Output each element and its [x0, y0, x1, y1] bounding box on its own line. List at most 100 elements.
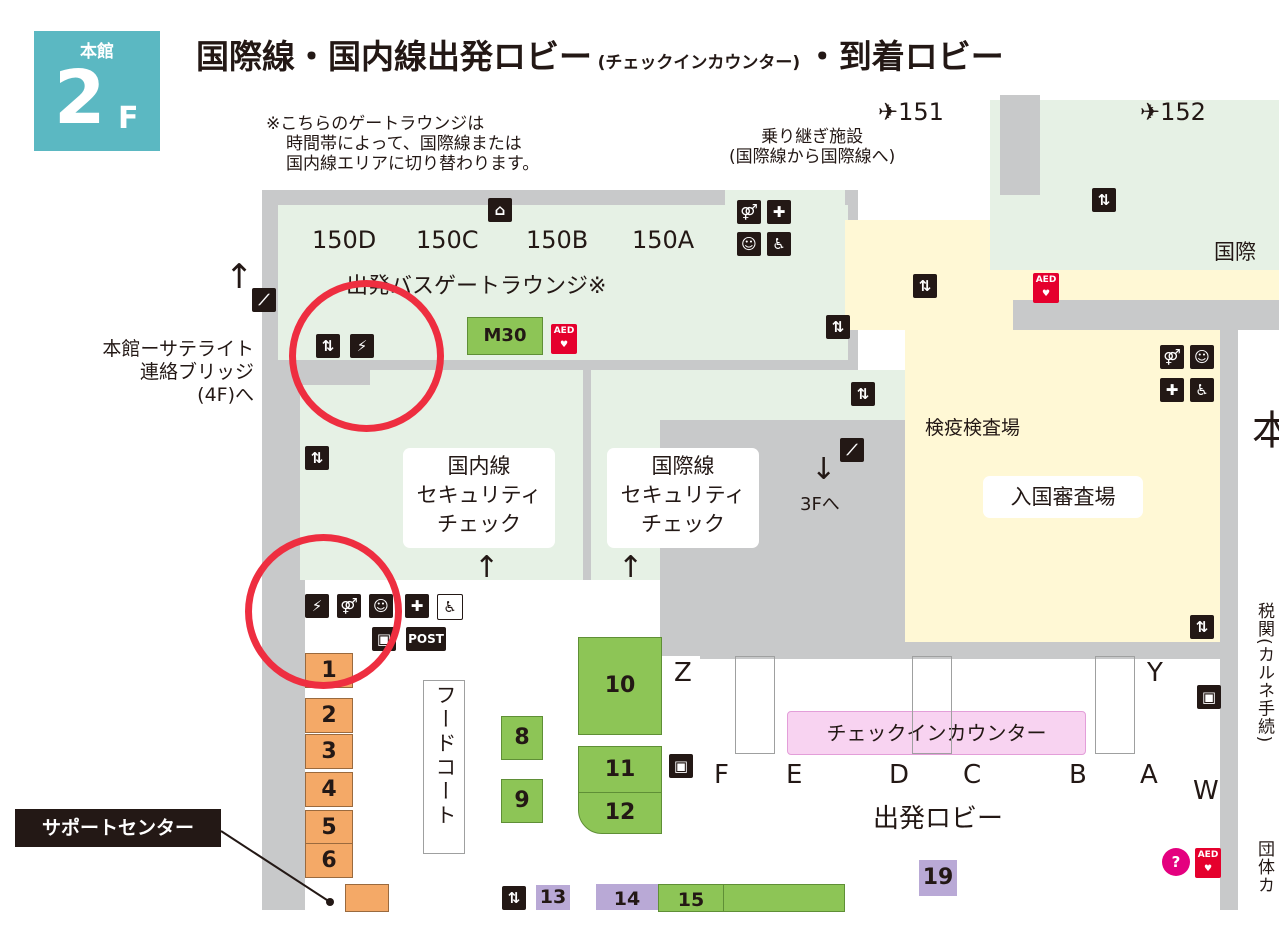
gate-note-line: 国内線エリアに切り替わります。	[286, 154, 540, 174]
aed-icon: AED♥	[1033, 273, 1059, 303]
row-c[interactable]: C	[963, 760, 982, 790]
shop-8[interactable]: 8	[501, 716, 543, 760]
to-3f-label: 3Fへ	[800, 494, 840, 515]
baby-care-icon: ☺	[1190, 345, 1214, 369]
support-center-text: サポートセンター	[41, 817, 194, 839]
partial-international-label: 国際	[1214, 240, 1256, 264]
gate-150c[interactable]: 150C	[416, 226, 479, 254]
wheelchair-icon: ♿	[1190, 378, 1214, 402]
escalator-icon: ⟋	[252, 288, 276, 312]
spot-label: 152	[1160, 98, 1206, 126]
counter-island	[735, 656, 775, 754]
row-a[interactable]: A	[1140, 760, 1158, 790]
partial-main-building-label: 本	[1252, 408, 1279, 454]
transfer-note: 乗り継ぎ施設 (国際線から国際線へ)	[729, 127, 895, 167]
support-center-label[interactable]: サポートセンター	[15, 809, 221, 847]
nursing-icon: ✚	[767, 200, 791, 224]
shop-19[interactable]: 19	[919, 860, 957, 896]
bridge-line: 本館ーサテライト	[102, 338, 254, 360]
locker-icon: ▣	[669, 754, 693, 778]
shop-5[interactable]: 5	[305, 810, 353, 845]
customs-label: 税関(カルネ手続)	[1254, 602, 1274, 744]
elevator-icon: ⇅	[305, 446, 329, 470]
information-icon: ?	[1162, 848, 1190, 876]
counter-island	[1095, 656, 1135, 754]
up-arrow-icon: ↑	[618, 550, 644, 585]
domestic-security-line: チェック	[437, 512, 521, 536]
immigration-label: 入国審査場	[1010, 485, 1116, 509]
counter-bay-top	[700, 656, 1220, 659]
shop-13[interactable]: 13	[536, 885, 570, 910]
shop-14[interactable]: 14	[596, 884, 658, 910]
elevator-icon: ⇅	[826, 315, 850, 339]
baby-care-icon: ☺	[737, 232, 761, 256]
shop-3[interactable]: 3	[305, 734, 353, 769]
restroom-icon: ⚤	[1160, 345, 1184, 369]
food-court-box	[423, 680, 465, 854]
highlight-circle	[245, 534, 402, 689]
domestic-security-line: セキュリティ	[416, 483, 542, 507]
shop-15[interactable]: 15	[658, 884, 724, 912]
restroom-icon: ⚤	[737, 200, 761, 224]
gate-150b[interactable]: 150B	[526, 226, 589, 254]
row-d[interactable]: D	[889, 760, 910, 790]
gate-150a[interactable]: 150A	[632, 226, 695, 254]
quarantine-label: 検疫検査場	[925, 417, 1021, 439]
departure-lobby-label: 出発ロビー	[873, 804, 1004, 834]
immigration-box: 入国審査場	[983, 476, 1143, 518]
north-pier-stub	[1000, 95, 1040, 195]
shop-6[interactable]: 6	[305, 843, 353, 878]
elevator-icon: ⇅	[1190, 615, 1214, 639]
shop-11[interactable]: 11	[578, 746, 662, 794]
domestic-security-line: 国内線	[447, 454, 511, 478]
shop-12[interactable]: 12	[578, 792, 662, 834]
aed-label: AED	[553, 326, 575, 336]
bridge-line: (4F)へ	[197, 384, 254, 406]
gate-note-line: ※こちらのゲートラウンジは	[266, 114, 485, 134]
title-sub: (チェックインカウンター)	[597, 53, 801, 73]
shop-green-partial	[723, 884, 845, 912]
aed-icon: AED♥	[1195, 848, 1221, 878]
bridge-line: 連絡ブリッジ	[139, 361, 254, 383]
row-e[interactable]: E	[786, 760, 803, 790]
international-security-check: 国際線 セキュリティ チェック	[607, 448, 759, 548]
row-z[interactable]: Z	[674, 658, 692, 688]
shop-2[interactable]: 2	[305, 698, 353, 733]
checkin-counter-banner: チェックインカウンター	[787, 711, 1086, 755]
gate-150d[interactable]: 150D	[312, 226, 377, 254]
lounge-divider	[292, 360, 858, 370]
elevator-icon: ⇅	[851, 382, 875, 406]
escalator-icon: ⟋	[840, 438, 864, 462]
post-label: POST	[408, 632, 444, 646]
right-wall	[1220, 330, 1238, 910]
international-security-line: チェック	[641, 512, 725, 536]
gate-note: ※こちらのゲートラウンジは 時間帯によって、国際線または 国内線エリアに切り替わ…	[266, 114, 539, 174]
up-arrow-icon: ↑	[474, 550, 500, 585]
support-center-leader	[220, 830, 334, 906]
post-box: POST	[406, 627, 446, 651]
arrivals-wall	[1013, 300, 1279, 330]
shop-m30[interactable]: M30	[467, 317, 543, 355]
row-y[interactable]: Y	[1147, 658, 1163, 688]
wheelchair-icon: ♿	[767, 232, 791, 256]
down-arrow-icon: ↓	[811, 452, 837, 487]
checkin-counter-label: チェックインカウンター	[826, 721, 1047, 745]
shop-10[interactable]: 10	[578, 637, 662, 735]
row-f[interactable]: F	[714, 760, 729, 790]
row-b[interactable]: B	[1069, 760, 1087, 790]
shop-9[interactable]: 9	[501, 779, 543, 823]
domestic-security-check: 国内線 セキュリティ チェック	[403, 448, 555, 548]
floor-badge-building: 本館	[80, 42, 114, 62]
title-main: 国際線・国内線出発ロビー	[196, 37, 592, 76]
shop-4[interactable]: 4	[305, 772, 353, 807]
international-security-line: セキュリティ	[620, 483, 746, 507]
spot-151: ✈151	[878, 98, 944, 126]
massage-chair-icon: ⌂	[488, 198, 512, 222]
international-security-line: 国際線	[651, 454, 715, 478]
row-w[interactable]: W	[1193, 776, 1219, 806]
title-tail: ・到着ロビー	[805, 37, 1004, 76]
elevator-icon: ⇅	[502, 886, 526, 910]
wheelchair-icon: ♿	[437, 594, 463, 620]
shop-orange-partial	[345, 884, 389, 912]
food-court-label: フードコート	[433, 684, 457, 828]
